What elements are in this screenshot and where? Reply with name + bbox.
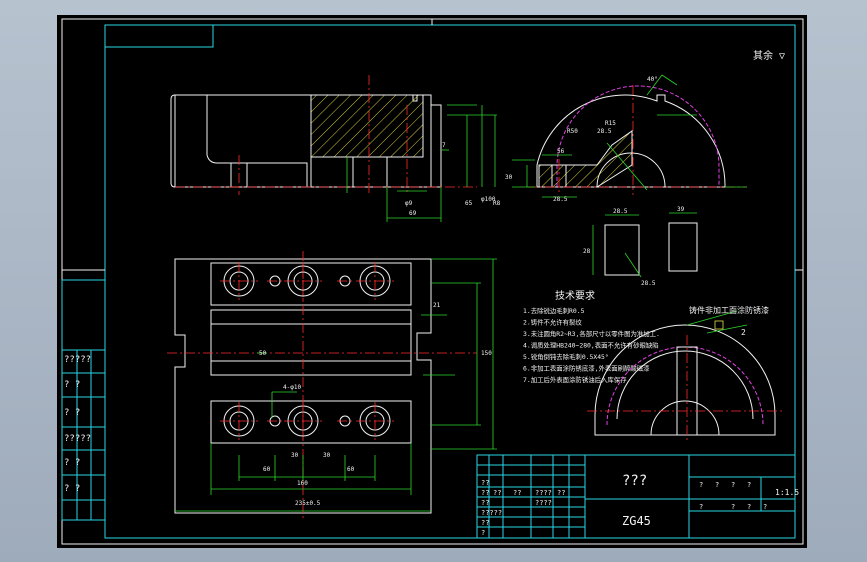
- dimension-label: 28.5: [597, 128, 612, 135]
- dimension-label: 160: [297, 480, 308, 487]
- callout-number: 2: [741, 328, 746, 337]
- title-header-cell: ?: [747, 481, 751, 489]
- left-side-table: [61, 279, 106, 521]
- title-extra-cell: ????: [535, 499, 552, 507]
- hatched-section: [311, 95, 423, 157]
- dimension-label: 30: [323, 452, 331, 459]
- dimension-label: 50: [259, 350, 267, 357]
- dimension-label: 30: [291, 452, 299, 459]
- title-header-cell: ?: [699, 481, 703, 489]
- tech-requirement-line: 3.未注圆角R2~R3,各部尺寸以零件图为准加工.: [523, 329, 660, 338]
- dimension-label: φ100: [481, 196, 496, 203]
- title-row-label: ??: [481, 489, 489, 497]
- dimension-label: 60: [347, 466, 355, 473]
- side-table-label: ?????: [64, 355, 91, 365]
- dimension-label: 39: [677, 206, 685, 213]
- surface-finish-note: 其余 ▽: [753, 49, 785, 62]
- title-extra-cell: ??: [513, 489, 521, 497]
- tech-requirement-line: 1.去除锐边毛刺R0.5: [523, 306, 585, 315]
- sheet-border: [61, 18, 804, 545]
- front-view: [170, 75, 497, 222]
- title-extra-cell: ??: [557, 489, 565, 497]
- title-block[interactable]: [476, 454, 796, 539]
- dimension-label: 28.5: [553, 196, 568, 203]
- title-header-cell: ?: [731, 481, 735, 489]
- tech-requirements-heading: 技术要求: [555, 289, 595, 302]
- tech-requirement-line: 4.调质处理HB240~280,表面不允许有砂眼缺陷: [523, 341, 659, 350]
- tech-requirement-line: 6.非加工表面涂防锈底漆,外表面刷醇酸磁漆: [523, 364, 650, 373]
- title-header-cell: ?: [715, 481, 719, 489]
- dimension-label: 28.5: [613, 208, 628, 215]
- dimension-label: 56: [557, 148, 565, 155]
- title-row-label: ?: [481, 529, 485, 537]
- dimension-label: 40°: [647, 76, 658, 83]
- title-row-label: ??: [481, 499, 489, 507]
- side-section-view: [512, 74, 747, 198]
- lower-section-view: [587, 310, 783, 443]
- dimension-label: 235±0.5: [295, 500, 321, 507]
- side-table-label: ?????: [64, 434, 91, 444]
- tech-requirement-line: 7.加工后外表面涂防锈油后入库保存: [523, 375, 627, 384]
- dimension-label: 28: [583, 248, 591, 255]
- side-table-label: ? ?: [64, 380, 80, 390]
- dimension-label: 65: [465, 200, 473, 207]
- tech-requirement-line: 5.锐角倒钝去除毛刺0.5X45°: [523, 352, 609, 361]
- side-table-label: ? ?: [64, 484, 80, 494]
- dimension-label: R15: [605, 120, 616, 127]
- detail-blocks: [592, 212, 698, 278]
- drawing-name: ???: [622, 473, 647, 489]
- dimension-label: 30: [505, 174, 513, 181]
- dimension-label: 4-φ10: [283, 384, 301, 391]
- section-label: 铸件非加工面涂防锈漆: [689, 305, 769, 315]
- title-row-label: ??: [481, 479, 489, 487]
- dimension-label: 7: [442, 142, 446, 149]
- title-extra-cell: ??: [493, 489, 501, 497]
- side-table-label: ? ?: [64, 458, 80, 468]
- dimension-label: 69: [409, 210, 417, 217]
- plan-view: [167, 251, 477, 521]
- drawing-frame: [104, 24, 796, 539]
- code-box: [104, 24, 214, 48]
- dimension-label: 150: [481, 350, 492, 357]
- title-row-label: ??: [481, 519, 489, 527]
- title-row-label: ?????: [481, 509, 502, 517]
- dimension-label: 60: [263, 466, 271, 473]
- title-extra-cell: ????: [535, 489, 552, 497]
- plan-holes: [220, 262, 394, 440]
- dimension-label: 28.5: [641, 280, 656, 287]
- title-bottom-cell: ?: [699, 503, 703, 511]
- dimension-label: 21: [433, 302, 441, 309]
- material-label: ZG45: [622, 514, 651, 528]
- scale-label: 1:1.5: [775, 488, 799, 497]
- title-bottom-cell: ?: [747, 503, 751, 511]
- dimension-label: φ9: [405, 200, 413, 207]
- tech-requirement-line: 2.铸件不允许有裂纹: [523, 318, 582, 327]
- dimension-label: R50: [567, 128, 578, 135]
- dimension-label: R8: [493, 200, 501, 207]
- tech-requirements: 技术要求 1.去除锐边毛刺R0.5 2.铸件不允许有裂纹 3.未注圆角R2~R3,各部…: [523, 289, 660, 384]
- title-bottom-cell: ?: [731, 503, 735, 511]
- side-table-label: ? ?: [64, 408, 80, 418]
- plan-dimensions: [175, 258, 497, 512]
- title-bottom-cell: ?: [763, 503, 767, 511]
